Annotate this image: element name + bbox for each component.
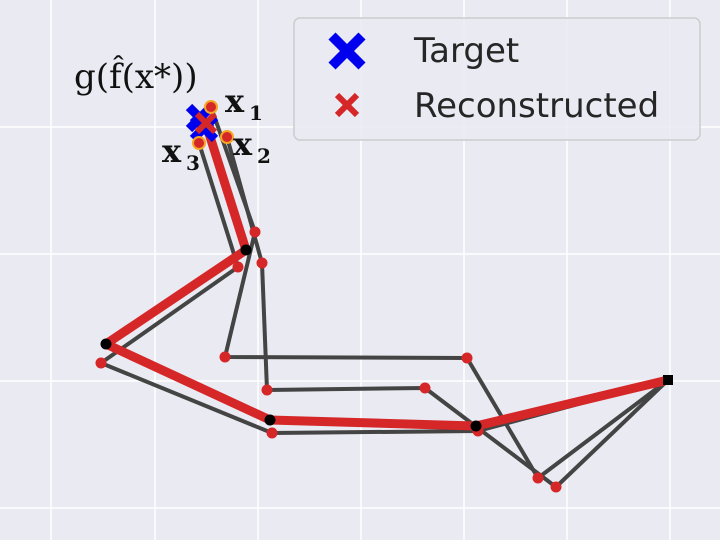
label-x1-base: x [225,82,245,120]
label-x1: x 1 [225,82,263,125]
point-x3 [192,136,206,150]
end-effector-points [192,100,234,150]
reconstructed-chain [101,119,673,431]
main-label: g(f̂(x*)) [74,55,198,97]
chain-dot [256,257,268,269]
legend-reconstructed-label: Reconstructed [414,86,659,126]
chain-dot [249,226,261,238]
chain-dot [550,481,562,493]
legend: Target Reconstructed [293,17,701,141]
label-x3-base: x [162,132,182,170]
reconstructed-marker [194,111,218,135]
chain-dot [261,384,273,396]
base-joint [663,375,673,385]
label-x1-sub: 1 [249,101,263,125]
chain-joints [100,244,673,432]
joint-dot [264,414,276,426]
legend-target-cross [328,32,366,70]
chain-dot [461,352,473,364]
label-x2: x 2 [233,125,271,168]
chain-dot [532,472,544,484]
label-x3-sub: 3 [186,151,200,175]
joint-dot [240,244,252,256]
legend-frame [293,17,701,141]
label-x2-sub: 2 [257,144,271,168]
chain-dot [219,351,231,363]
chain-dot [419,382,431,394]
label-x3: x 3 [162,132,200,175]
chain-dot [232,261,244,273]
chain-dot [266,427,278,439]
point-x2 [220,130,234,144]
legend-reconstructed-cross [334,92,360,118]
point-x1 [204,100,218,114]
chain-dot [95,357,107,369]
gray-chain-2 [225,135,670,489]
label-x2-base: x [233,125,253,163]
joint-dot [100,338,112,350]
joint-dot [470,420,482,432]
legend-target-label: Target [413,31,519,71]
